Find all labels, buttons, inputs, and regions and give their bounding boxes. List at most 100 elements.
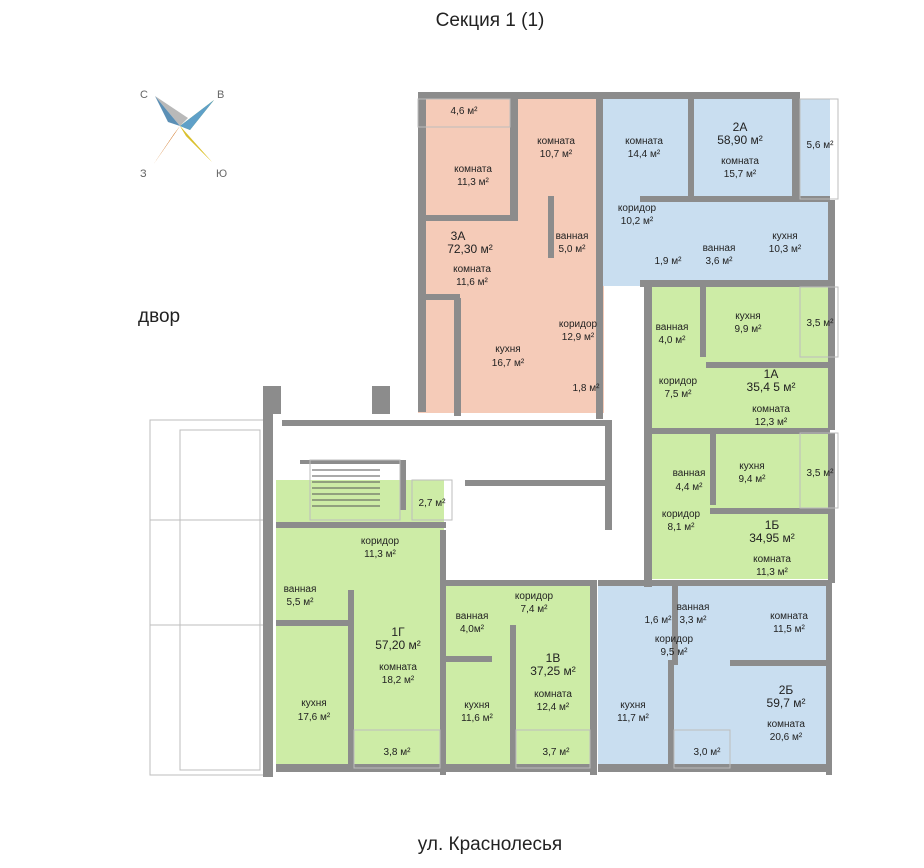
r3a-komnata1-name: комната (454, 164, 492, 175)
r1v-kuhnya-name: кухня (464, 700, 489, 711)
r1g-komnata-name: комната (379, 662, 417, 673)
r1g-balcony-area: 3,8 м² (384, 747, 412, 758)
apt-1a-id: 1А (764, 367, 779, 381)
apt-1v-area: 37,25 м² (530, 664, 576, 678)
compass-south: Ю (216, 168, 227, 180)
r1a-kuhnya-name: кухня (735, 311, 760, 322)
r2b-komnata2-area: 20,6 м² (770, 732, 803, 743)
r2b-balcony-area: 3,0 м² (694, 747, 722, 758)
r2a-komnata2-name: комната (721, 156, 759, 167)
r1b-kuhnya-area: 9,4 м² (739, 474, 767, 485)
balcony-outlines (309, 98, 839, 769)
apt-2b-area: 59,7 м² (767, 696, 806, 710)
r1v-vannaya-name: ванная (456, 611, 489, 622)
r1a-kuhnya-area: 9,9 м² (735, 324, 763, 335)
r2b-komnata1-area: 11,5 м² (773, 624, 805, 635)
r2a-komnata1-name: комната (625, 136, 663, 147)
r2a-kuhnya-name: кухня (772, 231, 797, 242)
r2a-vannaya-area: 3,6 м² (706, 256, 734, 267)
r1a-komnata-area: 12,3 м² (755, 417, 788, 428)
r2b-vannaya-area: 3,3 м² (680, 615, 708, 626)
r1b-komnata-name: комната (753, 554, 791, 565)
r1b-komnata-area: 11,3 м² (756, 567, 788, 578)
apt-2a-area: 58,90 м² (717, 133, 763, 147)
compass-north: С (140, 89, 148, 101)
r1b-vannaya-name: ванная (673, 468, 706, 479)
apartment-1a-area (648, 287, 830, 430)
r1v-kuhnya-area: 11,6 м² (461, 713, 493, 724)
r1v-koridor-area: 7,4 м² (521, 604, 549, 615)
r3a-kuhnya-area: 16,7 м² (492, 358, 525, 369)
r1a-vannaya-area: 4,0 м² (659, 335, 687, 346)
r2b-koridor-area: 9,5 м² (661, 647, 689, 658)
apt-1b-area: 34,95 м² (749, 531, 795, 545)
r3a-koridor-name: коридор (559, 319, 598, 330)
r2a-wc-area: 1,9 м² (655, 256, 683, 267)
r2a-koridor-area: 10,2 м² (621, 216, 654, 227)
r1g-kuhnya-area: 17,6 м² (298, 712, 331, 723)
r1a-koridor-area: 7,5 м² (665, 389, 693, 400)
r3a-vannaya-area: 5,0 м² (559, 244, 587, 255)
r1g-vannaya-name: ванная (284, 584, 317, 595)
r2b-kuhnya-name: кухня (620, 700, 645, 711)
r2b-koridor-name: коридор (655, 634, 694, 645)
r1g-koridor-area: 11,3 м² (364, 549, 396, 560)
r1g-komnata-area: 18,2 м² (382, 675, 415, 686)
r3a-komnata3-name: комната (453, 264, 491, 275)
apt-2b-id: 2Б (779, 683, 794, 697)
street-label: ул. Краснолесья (417, 834, 563, 855)
r1v-balcony-area: 3,7 м² (543, 747, 571, 758)
apt-1v-id: 1В (546, 651, 561, 665)
r1a-koridor-name: коридор (659, 376, 698, 387)
r1v-vannaya-area: 4,0м² (460, 624, 485, 635)
r1a-komnata-name: комната (752, 404, 790, 415)
apartment-1v-area (442, 585, 592, 768)
r2a-koridor-name: коридор (618, 203, 657, 214)
r1v-komnata-area: 12,4 м² (537, 702, 570, 713)
r1v-komnata-name: комната (534, 689, 572, 700)
apartment-2a-area (597, 99, 830, 286)
r1b-vannaya-area: 4,4 м² (676, 482, 704, 493)
r3a-komnata3-area: 11,6 м² (456, 277, 488, 288)
apartment-2b-area (598, 585, 830, 768)
apt-1g-area: 57,20 м² (375, 638, 421, 652)
section-title: Секция 1 (1) (435, 10, 545, 31)
r2a-kuhnya-area: 10,3 м² (769, 244, 802, 255)
r3a-balcony-area: 4,6 м² (451, 106, 479, 117)
apt-1b-id: 1Б (765, 518, 780, 532)
compass-west: З (140, 168, 147, 180)
r2a-komnata2-area: 15,7 м² (724, 169, 757, 180)
r1g-koridor-name: коридор (361, 536, 400, 547)
apt-2a-id: 2А (733, 120, 748, 134)
r1g-vannaya-area: 5,5 м² (287, 597, 315, 608)
apt-1a-area: 35,4 5 м² (747, 380, 796, 394)
r3a-wc-area: 1,8 м² (573, 383, 601, 394)
r1a-balcony-area: 3,5 м² (807, 318, 835, 329)
apt-3a-area: 72,30 м² (447, 242, 493, 256)
neighbor-section (149, 419, 271, 776)
stairwell (312, 469, 380, 507)
r1b-koridor-name: коридор (662, 509, 701, 520)
r3a-kuhnya-name: кухня (495, 344, 520, 355)
r2a-komnata1-area: 14,4 м² (628, 149, 661, 160)
r2b-kuhnya-area: 11,7 м² (617, 713, 649, 724)
r1b-kuhnya-name: кухня (739, 461, 764, 472)
small-room-area: 2,7 м² (419, 498, 447, 509)
r3a-komnata1-area: 11,3 м² (457, 177, 489, 188)
r1b-koridor-area: 8,1 м² (668, 522, 696, 533)
compass-icon: С В З Ю (140, 89, 227, 180)
r3a-vannaya-name: ванная (556, 231, 589, 242)
r1v-koridor-name: коридор (515, 591, 554, 602)
yard-label: двор (138, 306, 181, 327)
r2b-wc-area: 1,6 м² (645, 615, 673, 626)
r2b-komnata1-name: комната (770, 611, 808, 622)
apartment-1b-area (648, 433, 830, 579)
apt-3a-id: 3А (451, 229, 466, 243)
apt-1g-id: 1Г (391, 625, 405, 639)
compass-east: В (217, 89, 224, 101)
r2b-komnata2-name: комната (767, 719, 805, 730)
r3a-koridor-area: 12,9 м² (562, 332, 595, 343)
r2a-vannaya-name: ванная (703, 243, 736, 254)
r1a-vannaya-name: ванная (656, 322, 689, 333)
